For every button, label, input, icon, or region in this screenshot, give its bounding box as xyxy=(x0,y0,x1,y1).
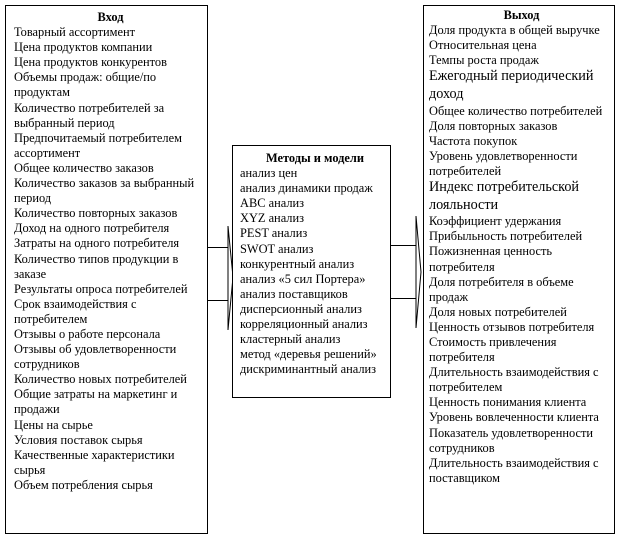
input-item: Цены на сырье xyxy=(14,417,93,432)
input-item: Количество новых потребителей xyxy=(14,372,187,387)
output-item: Ценность отзывов потребителя xyxy=(429,319,595,334)
output-item: Уровень вовлеченности клиента xyxy=(429,410,599,425)
method-item: XYZ анализ xyxy=(240,211,305,226)
method-item: анализ «5 сил Портера» xyxy=(240,271,366,286)
method-item: дискриминантный анализ xyxy=(240,362,377,377)
input-item: Отзывы об удовлетворенности сотрудников xyxy=(14,342,177,372)
output-item: Коэффициент удержания xyxy=(429,214,562,229)
output-item: Ценность понимания клиента xyxy=(429,395,587,410)
output-item: Длительность взаимодействия с поставщико… xyxy=(429,455,599,485)
input-item: Доход на одного потребителя xyxy=(14,221,170,236)
input-item: Объемы продаж: общие/по продуктам xyxy=(14,70,157,100)
input-item: Количество потребителей за выбранный пер… xyxy=(14,100,165,130)
method-item: анализ поставщиков xyxy=(240,286,348,301)
input-item: Цена продуктов компании xyxy=(14,40,153,55)
output-item: Длительность взаимодействия с потребител… xyxy=(429,365,599,395)
output-item: Прибыльность потребителей xyxy=(429,229,583,244)
output-item: Ежегодный периодический доход xyxy=(429,68,594,102)
methods-to-output-arrow xyxy=(415,215,422,329)
output-item: Общее количество потребителей xyxy=(429,103,603,118)
input-item: Затраты на одного потребителя xyxy=(14,236,180,251)
method-item: анализ цен xyxy=(240,166,298,181)
input-item: Результаты опроса потребителей xyxy=(14,281,188,296)
input-item: Отзывы о работе персонала xyxy=(14,326,161,341)
output-title: Выход xyxy=(503,8,540,22)
methods-title: Методы и модели xyxy=(265,151,365,165)
input-title: Вход xyxy=(97,10,124,24)
output-item: Доля продукта в общей выручке xyxy=(429,23,600,38)
output-item: Пожизненная ценность потребителя xyxy=(429,244,553,274)
method-item: метод «деревья решений» xyxy=(240,347,377,362)
input-item: Предпочитаемый потребителем ассортимент xyxy=(14,130,182,160)
output-item: Относительная цена xyxy=(429,38,537,53)
output-item: Доля потребителя в объеме продаж xyxy=(429,274,574,304)
input-item: Общее количество заказов xyxy=(14,160,154,175)
output-item: Доля повторных заказов xyxy=(429,118,558,133)
method-item: SWOT анализ xyxy=(240,241,314,256)
output-item: Частота покупок xyxy=(429,133,518,148)
method-item: дисперсионный анализ xyxy=(240,301,362,316)
input-item: Условия поставок сырья xyxy=(14,432,143,447)
input-item: Количество повторных заказов xyxy=(14,206,178,221)
input-item: Товарный ассортимент xyxy=(14,25,136,40)
output-item: Доля новых потребителей xyxy=(429,304,567,319)
input-item: Качественные характеристики сырья xyxy=(14,447,175,477)
input-item: Количество заказов за выбранный период xyxy=(14,176,195,206)
method-item: кластерный анализ xyxy=(240,332,341,347)
output-item: Стоимость привлечения потребителя xyxy=(429,334,557,365)
method-item: конкурентный анализ xyxy=(240,256,355,271)
input-item: Срок взаимодействия с потребителем xyxy=(14,296,137,326)
input-item: Количество типов продукции в заказе xyxy=(14,251,179,281)
output-item: Индекс потребительской лояльности xyxy=(429,179,580,213)
output-item: Темпы роста продаж xyxy=(429,53,539,68)
input-item: Объем потребления сырья xyxy=(14,477,153,492)
input-item: Общие затраты на маркетинг и продажи xyxy=(14,387,178,417)
method-item: анализ динамики продаж xyxy=(240,181,373,196)
method-item: ABC анализ xyxy=(240,196,305,211)
input-to-methods-arrow xyxy=(227,225,234,331)
method-item: корреляционный анализ xyxy=(240,317,368,332)
input-item: Цена продуктов конкурентов xyxy=(14,55,167,70)
method-item: PEST анализ xyxy=(240,226,308,241)
output-item: Показатель удовлетворенности сотрудников xyxy=(429,425,594,455)
output-item: Уровень удовлетворенности потребителей xyxy=(429,148,578,178)
